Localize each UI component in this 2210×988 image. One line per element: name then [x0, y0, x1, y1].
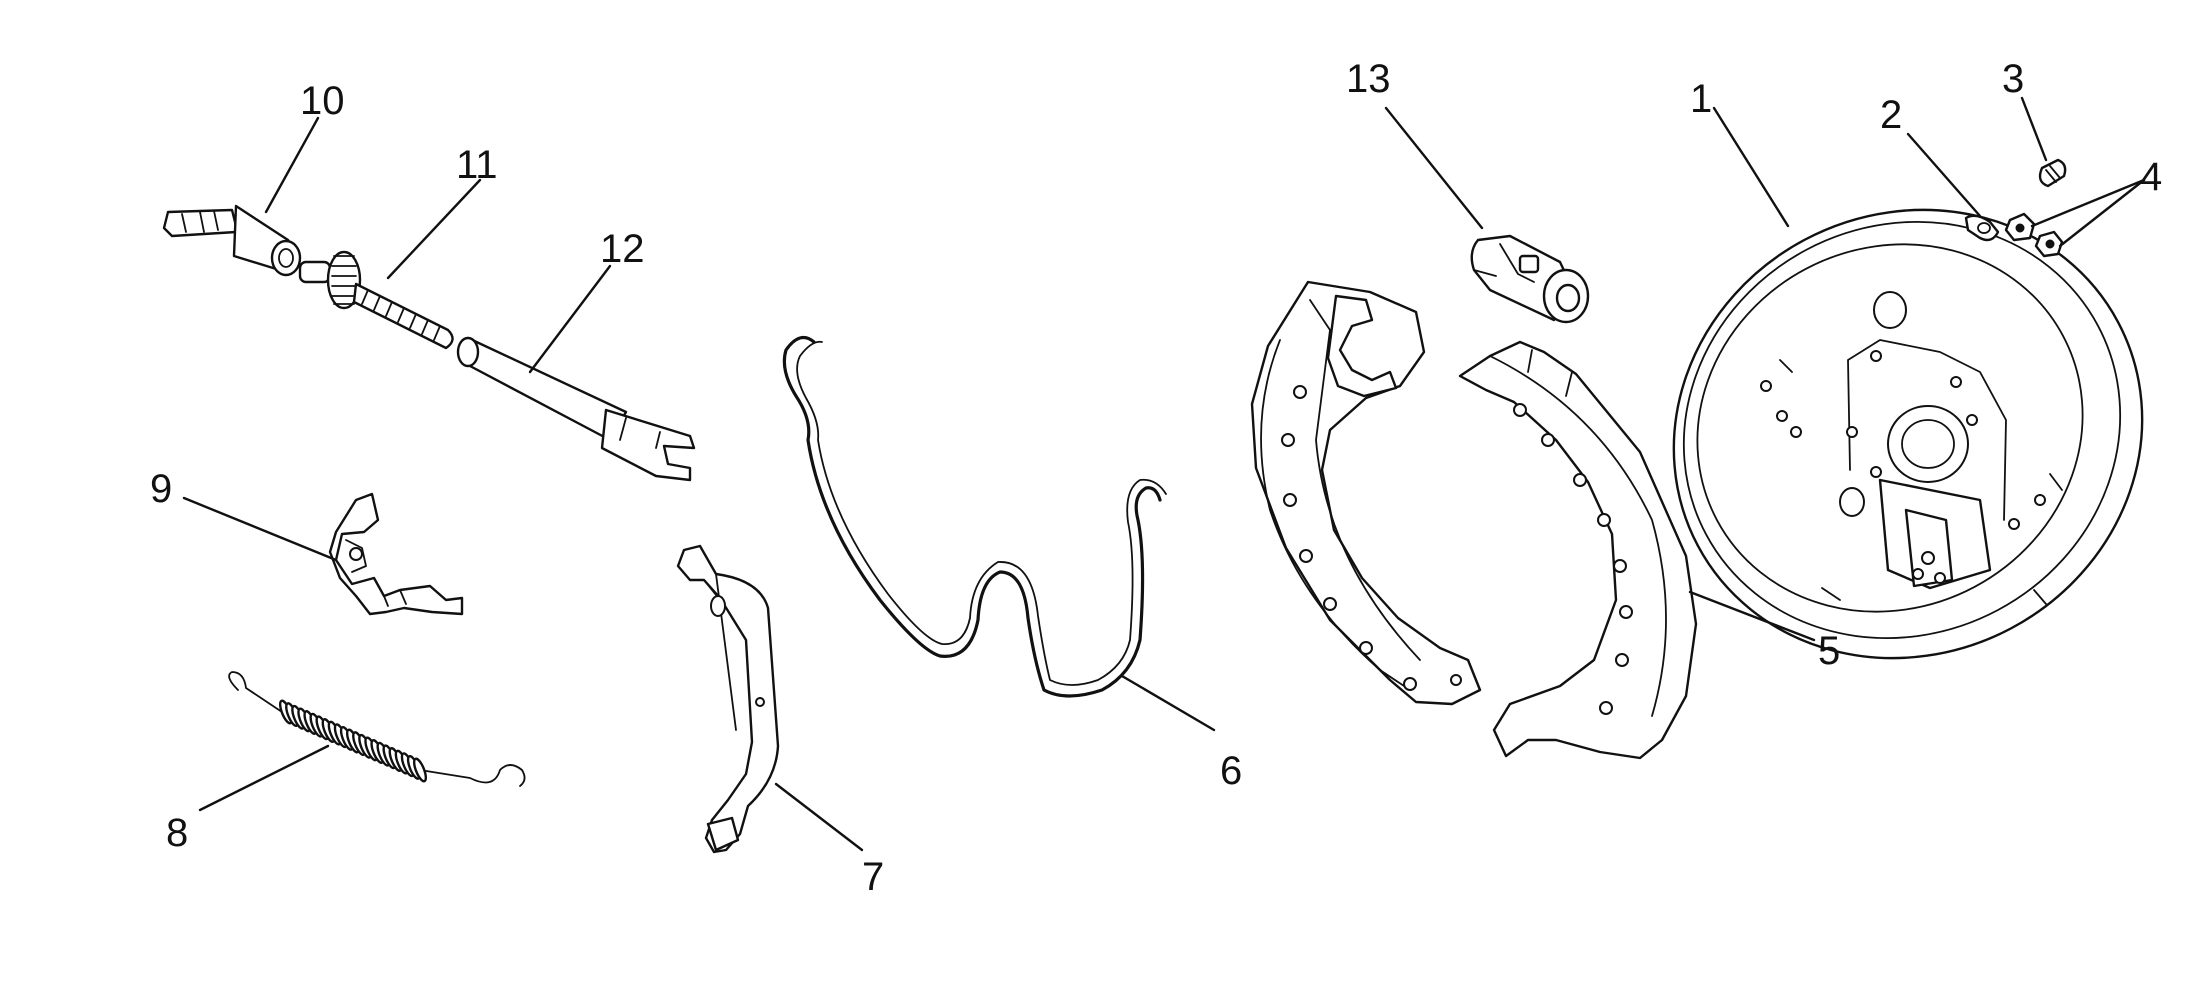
part-8-adjuster-spring	[228, 671, 526, 787]
leader-4a	[2030, 178, 2146, 228]
callout-8: 8	[166, 811, 188, 855]
callout-7: 7	[862, 855, 884, 899]
part-5-brake-shoes	[1250, 280, 1698, 760]
leader-6	[1120, 674, 1216, 732]
callout-labels: 1 2 3 4 5 6 7 8 9 10 11 12 13	[150, 57, 2162, 899]
callout-11: 11	[456, 143, 498, 187]
callout-2: 2	[1880, 93, 1902, 137]
leader-7	[774, 782, 864, 852]
callout-9: 9	[150, 467, 172, 511]
spring-coil	[412, 757, 428, 783]
callout-5: 5	[1818, 629, 1840, 673]
leader-3	[2020, 96, 2048, 162]
leader-5	[1688, 590, 1816, 642]
part-7-parking-brake-lever	[676, 544, 780, 854]
part-2-bleeder-cap	[1964, 214, 2000, 242]
callout-12: 12	[600, 227, 645, 271]
leader-1	[1712, 106, 1790, 228]
callout-13: 13	[1346, 57, 1391, 101]
leader-10	[264, 116, 320, 214]
leader-lines	[182, 96, 2146, 852]
part-13-wheel-cylinder	[1470, 234, 1590, 324]
leader-2	[1906, 132, 1982, 218]
part-3-bleeder-valve	[2038, 158, 2067, 188]
callout-1: 1	[1690, 77, 1712, 121]
callout-10: 10	[300, 79, 345, 123]
leader-8	[198, 744, 330, 812]
part-11-adjuster-screw	[298, 250, 454, 350]
part-4-bolts	[2004, 212, 2064, 258]
leader-9	[182, 496, 338, 562]
callout-3: 3	[2002, 57, 2024, 101]
leader-11	[386, 178, 482, 280]
part-10-adjuster-socket	[162, 204, 302, 277]
part-1-backing-plate	[1672, 208, 2144, 660]
callout-6: 6	[1220, 749, 1242, 793]
part-6-strut-wire	[782, 335, 1167, 698]
leader-12	[528, 264, 612, 374]
part-12-pivot-nut	[456, 336, 696, 482]
callout-4: 4	[2140, 155, 2162, 199]
part-9-adjuster-lever	[328, 492, 464, 616]
leader-4b	[2058, 178, 2146, 248]
leader-13	[1384, 106, 1484, 230]
